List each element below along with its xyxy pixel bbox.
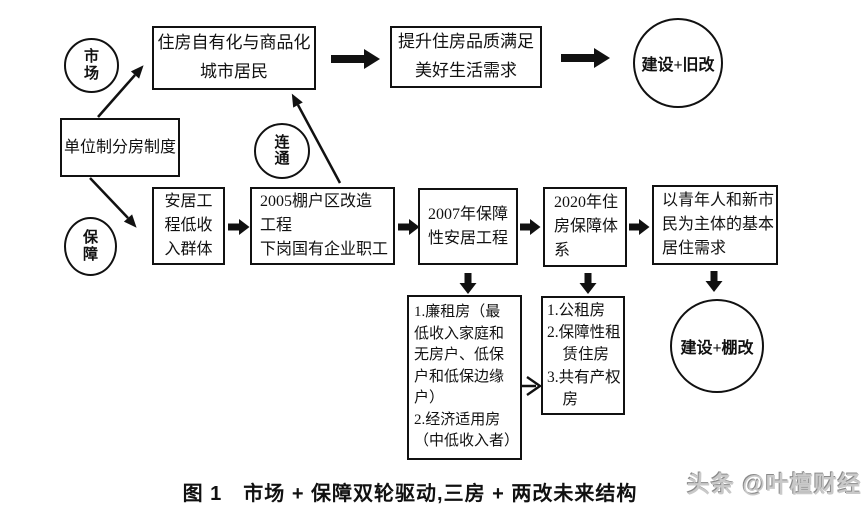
arrow-2020-to-youth-icon bbox=[629, 219, 650, 235]
support-circle-label: 保 障 bbox=[82, 230, 98, 263]
watermark: 头条 @叶檀财经 bbox=[687, 471, 862, 497]
affordable-2007-label: 2007年保障 性安居工程 bbox=[427, 205, 508, 247]
shantytown-2005-box: 2005棚户区改造 工程 下岗国有企业职工 bbox=[250, 187, 395, 265]
unit-allocation-box: 单位制分房制度 bbox=[60, 118, 180, 177]
publicrental-detail-label: 1.公租房 2.保障性租 赁住房 3.共有产权 房 bbox=[547, 301, 621, 408]
system-2020-box: 2020年住 房保障体 系 bbox=[543, 187, 627, 267]
affordable-2007-box: 2007年保障 性安居工程 bbox=[418, 188, 518, 265]
system-2020-label: 2020年住 房保障体 系 bbox=[554, 194, 619, 259]
quality-box-label: 提升住房品质满足 美好生活需求 bbox=[398, 32, 534, 80]
shantytown-2005-label: 2005棚户区改造 工程 下岗国有企业职工 bbox=[260, 193, 389, 258]
youth-demand-label: 以青年人和新市 民为主体的基本 居住需求 bbox=[662, 192, 775, 257]
construction-oldrenewal-label: 建设+旧改 bbox=[641, 57, 715, 74]
arrow-anju-to-shanty-icon bbox=[228, 219, 250, 235]
anju-project-box: 安居工 程低收 入群体 bbox=[152, 187, 225, 265]
lowrent-detail-label: 1.廉租房（最 低收入家庭和 无房户、低保 户和低保边缘 户） 2.经济适用房 … bbox=[414, 303, 520, 450]
figure-caption: 图 1 市场 + 保障双轮驱动,三房 + 两改未来结构 bbox=[182, 483, 638, 505]
lowrent-detail-box: 1.廉租房（最 低收入家庭和 无房户、低保 户和低保边缘 户） 2.经济适用房 … bbox=[407, 295, 522, 460]
arrow-2007-down-icon bbox=[459, 273, 477, 294]
arrow-commodification-to-quality-icon bbox=[331, 49, 380, 69]
commodification-box: 住房自有化与商品化 城市居民 bbox=[152, 26, 316, 90]
arrow-2007-to-2020-icon bbox=[520, 219, 541, 235]
arrow-shanty-to-2007-icon bbox=[398, 219, 420, 235]
publicrental-detail-box: 1.公租房 2.保障性租 赁住房 3.共有产权 房 bbox=[541, 296, 625, 415]
anju-project-label: 安居工 程低收 入群体 bbox=[164, 193, 213, 258]
construction-shantyrenewal-label: 建设+棚改 bbox=[680, 340, 754, 357]
youth-demand-box: 以青年人和新市 民为主体的基本 居住需求 bbox=[652, 185, 778, 265]
construction-shantyrenewal-circle: 建设+棚改 bbox=[670, 299, 764, 393]
arrow-quality-to-oldrenewal-icon bbox=[561, 48, 610, 68]
arrow-2020-down-icon bbox=[579, 273, 597, 294]
quality-box: 提升住房品质满足 美好生活需求 bbox=[390, 26, 542, 88]
market-circle-label: 市 场 bbox=[83, 49, 99, 82]
unit-allocation-label: 单位制分房制度 bbox=[63, 138, 176, 156]
construction-oldrenewal-circle: 建设+旧改 bbox=[633, 18, 723, 108]
connect-circle: 连 通 bbox=[254, 123, 310, 179]
arrow-youth-down-icon bbox=[705, 271, 723, 292]
arrow-lowrent-to-publicrental-icon bbox=[519, 376, 543, 396]
commodification-box-label: 住房自有化与商品化 城市居民 bbox=[157, 33, 311, 81]
market-circle: 市 场 bbox=[64, 38, 119, 93]
connect-circle-label: 连 通 bbox=[274, 134, 290, 168]
support-circle: 保 障 bbox=[64, 217, 117, 276]
